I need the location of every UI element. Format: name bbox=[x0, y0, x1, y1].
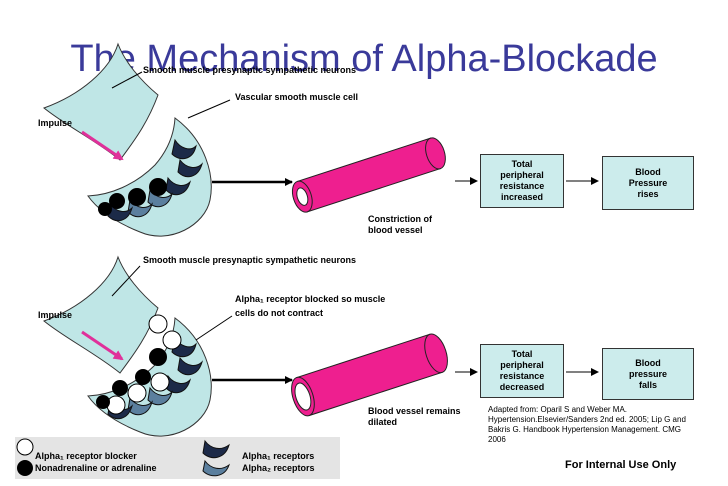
cell-label-top: Vascular smooth muscle cell bbox=[235, 92, 359, 102]
legend-blocker-label: Alpha₁ receptor blocker bbox=[35, 451, 137, 461]
resistance-box-bottom: Total peripheral resistance decreased bbox=[480, 344, 564, 398]
impulse-arrow-top bbox=[81, 130, 124, 161]
legend-agonist-icon bbox=[17, 460, 33, 476]
noradrenaline-molecule bbox=[135, 369, 151, 385]
alpha-blocker-molecule bbox=[150, 372, 170, 392]
alpha1-receptor-icon bbox=[165, 374, 192, 394]
alpha1-receptor-icon bbox=[165, 176, 192, 196]
noradrenaline-molecule bbox=[96, 395, 110, 409]
presynaptic-neuron-top bbox=[42, 42, 159, 161]
legend-symbols bbox=[16, 438, 230, 477]
legend-alpha2-label: Alpha₂ receptors bbox=[242, 463, 315, 473]
noradrenaline-molecule bbox=[128, 188, 146, 206]
noradrenaline-molecule bbox=[149, 178, 167, 196]
citation: Adapted from: Oparil S and Weber MA. Hyp… bbox=[488, 405, 686, 444]
internal-use-note: For Internal Use Only bbox=[565, 459, 677, 471]
bottom-panel bbox=[42, 255, 599, 437]
page-title: The Mechanism of Alpha-Blockade bbox=[70, 38, 658, 80]
blocked-label: Alpha₁ receptor blocked so muscle cells … bbox=[235, 294, 386, 318]
noradrenaline-molecule bbox=[149, 348, 167, 366]
noradrenaline-molecule bbox=[98, 202, 112, 216]
alpha1-receptor-icon bbox=[171, 138, 197, 160]
blood-vessel-constricted bbox=[291, 137, 446, 213]
impulse-label-top: Impulse bbox=[38, 118, 73, 128]
presynaptic-neuron-bottom bbox=[42, 255, 159, 374]
alpha2-receptor-icon bbox=[147, 386, 174, 406]
pointer-line-cell-top bbox=[187, 99, 231, 119]
pressure-box-top: Blood Pressure rises bbox=[602, 156, 694, 210]
impulse-label-bottom: Impulse bbox=[38, 310, 73, 320]
alpha-blocker-molecule bbox=[148, 314, 168, 334]
pointer-line-neurons-top bbox=[111, 71, 143, 89]
alpha-blocker-molecule bbox=[127, 383, 147, 403]
pressure-box-bottom: Blood pressure falls bbox=[602, 348, 694, 400]
pointer-line-neurons-bottom bbox=[111, 265, 141, 297]
neurons-label-top: Smooth muscle presynaptic sympathetic ne… bbox=[143, 65, 357, 75]
noradrenaline-molecule bbox=[109, 193, 125, 209]
vessel-label-bottom: Blood vessel remains dilated bbox=[368, 406, 461, 427]
legend bbox=[15, 437, 340, 479]
alpha-blocker-molecule bbox=[106, 395, 126, 415]
legend-blocker-icon bbox=[16, 438, 34, 456]
legend-alpha2-icon bbox=[202, 459, 230, 477]
pointer-line-blocked bbox=[195, 315, 233, 341]
resistance-box-top: Total peripheral resistance increased bbox=[480, 154, 564, 208]
alpha2-receptor-icon bbox=[127, 396, 154, 416]
noradrenaline-molecule bbox=[112, 380, 128, 396]
alpha1-receptor-icon bbox=[177, 356, 204, 376]
alpha-blocker-molecule bbox=[162, 330, 182, 350]
neurons-label-bottom: Smooth muscle presynaptic sympathetic ne… bbox=[143, 255, 357, 265]
impulse-arrow-bottom bbox=[81, 330, 124, 361]
legend-alpha1-label: Alpha₁ receptors bbox=[242, 451, 315, 461]
blood-vessel-dilated bbox=[291, 333, 448, 417]
top-panel bbox=[42, 42, 599, 237]
legend-alpha1-icon bbox=[202, 439, 230, 459]
alpha1-receptor-icon bbox=[177, 158, 204, 178]
legend-agonist-label: Nonadrenaline or adrenaline bbox=[35, 463, 157, 473]
vessel-label-top: Constriction of blood vessel bbox=[368, 214, 432, 235]
